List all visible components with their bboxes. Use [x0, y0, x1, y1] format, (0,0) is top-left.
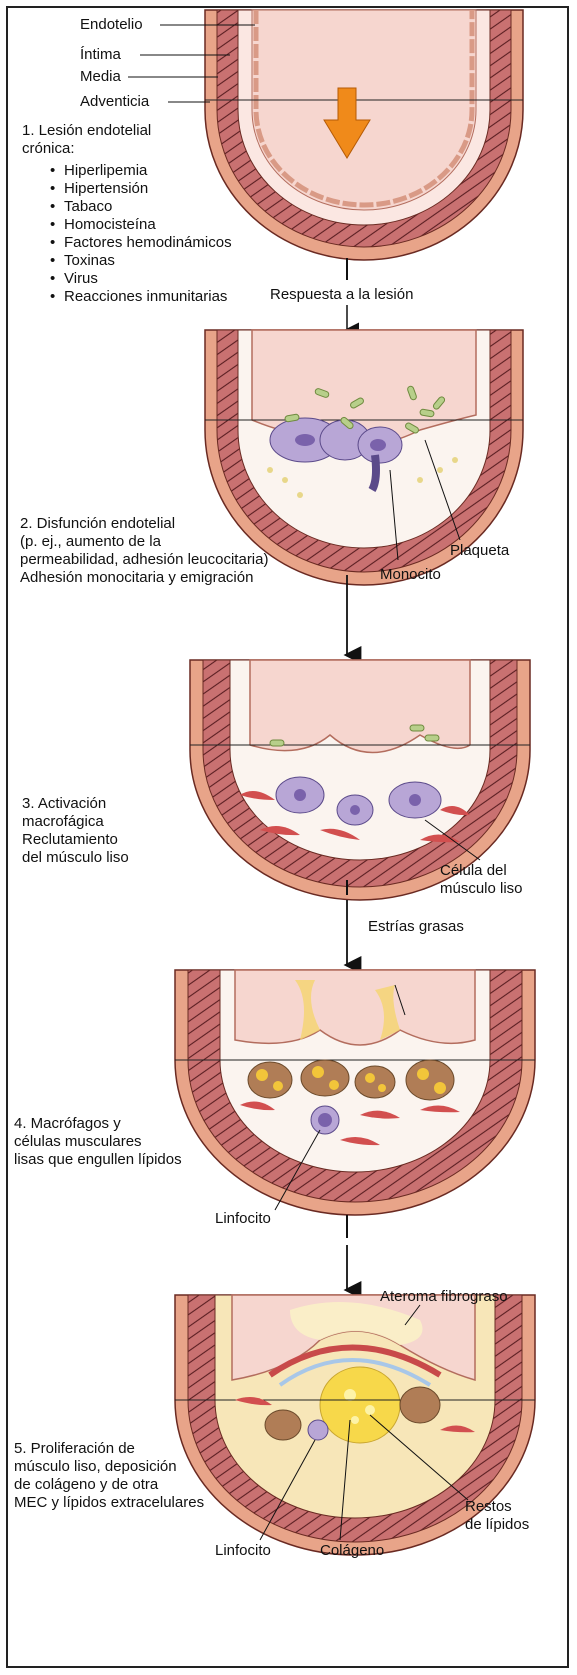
risk-factor-item: Hipertensión	[46, 180, 232, 198]
step-5-title: 5. Proliferación de músculo liso, deposi…	[14, 1440, 204, 1512]
label-ateroma-fibrograso: Ateroma fibrograso	[380, 1288, 508, 1306]
label-media: Media	[80, 68, 121, 86]
label-endotelio: Endotelio	[80, 16, 143, 34]
label-linfocito-5: Linfocito	[215, 1542, 271, 1560]
step-3-title: 3. Activación macrofágica Reclutamiento …	[22, 795, 129, 867]
vessel-1	[205, 10, 523, 260]
vessel-4	[175, 970, 535, 1215]
risk-factor-item: Tabaco	[46, 198, 232, 216]
risk-factor-item: Factores hemodinámicos	[46, 234, 232, 252]
lipid-core-icon	[320, 1367, 400, 1443]
label-plaqueta: Plaqueta	[450, 542, 509, 560]
step-1-title: 1. Lesión endotelial crónica:	[22, 122, 151, 158]
label-estrias-grasas: Estrías grasas	[368, 918, 464, 936]
label-intima: Íntima	[80, 46, 121, 64]
lymphocyte-icon	[308, 1420, 328, 1440]
risk-factor-item: Hiperlipemia	[46, 162, 232, 180]
label-adventicia: Adventicia	[80, 93, 149, 111]
risk-factor-item: Reacciones inmunitarias	[46, 288, 232, 306]
step-4-title: 4. Macrófagos y células musculares lisas…	[14, 1115, 182, 1169]
risk-factor-item: Toxinas	[46, 252, 232, 270]
risk-factor-item: Virus	[46, 270, 232, 288]
label-celula-musculo-liso: Célula del músculo liso	[440, 862, 523, 898]
risk-factor-item: Homocisteína	[46, 216, 232, 234]
arrow-label-respuesta: Respuesta a la lesión	[270, 286, 413, 304]
label-linfocito-4: Linfocito	[215, 1210, 271, 1228]
label-colageno: Colágeno	[320, 1542, 384, 1560]
step-2-title: 2. Disfunción endotelial (p. ej., aument…	[20, 515, 268, 587]
label-monocito: Monocito	[380, 566, 441, 584]
risk-factor-list: Hiperlipemia Hipertensión Tabaco Homocis…	[46, 162, 232, 306]
label-restos-lipidos: Restos de lípidos	[465, 1498, 529, 1534]
